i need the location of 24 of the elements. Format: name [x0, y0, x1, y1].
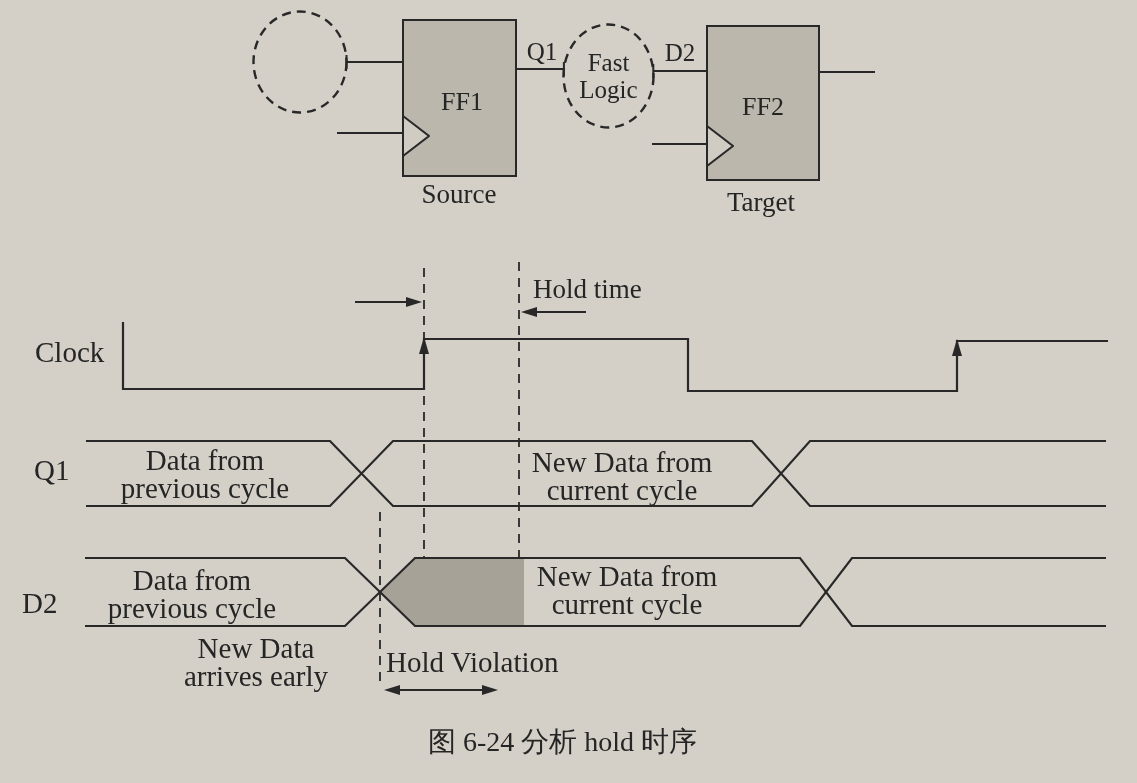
bus-label: New Data from current cycle — [535, 562, 719, 618]
connector-line — [337, 131, 402, 135]
annotation-label: Hold time — [533, 275, 642, 303]
dashed-circle — [252, 10, 348, 114]
bus-label: Data from previous cycle — [119, 446, 291, 502]
connector-line — [345, 54, 402, 70]
dashed-circle — [562, 23, 655, 129]
connector-line — [652, 142, 706, 146]
signal-label: Q1 — [34, 456, 70, 484]
annotation-label: New Data arrives early — [182, 634, 330, 690]
box-caption: Target — [726, 188, 796, 216]
flip-flop-box — [402, 19, 517, 177]
box-caption: Source — [421, 180, 497, 208]
bus-label: New Data from current cycle — [530, 448, 714, 504]
signal-label: Clock — [35, 338, 105, 366]
signal-label: D2 — [22, 589, 58, 617]
node-label: FF1 — [441, 87, 483, 115]
caption: 图 6-24 分析 hold 时序 — [428, 727, 698, 757]
connector-line — [820, 70, 875, 74]
annotation-label: Hold Violation — [386, 648, 559, 676]
node-label: Fast Logic — [579, 49, 638, 103]
flip-flop-box — [706, 25, 820, 181]
bus-label: Data from previous cycle — [106, 566, 278, 622]
node-label: FF2 — [742, 92, 784, 120]
